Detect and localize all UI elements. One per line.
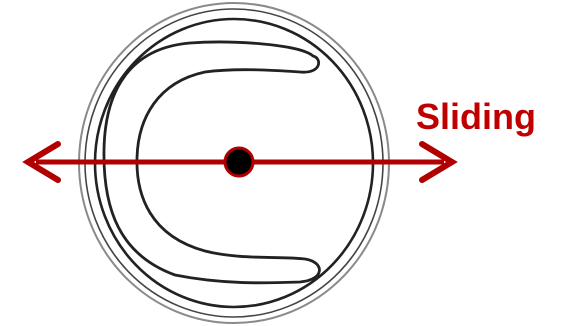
pivot-point	[225, 148, 253, 176]
sliding-label: Sliding	[416, 97, 536, 137]
